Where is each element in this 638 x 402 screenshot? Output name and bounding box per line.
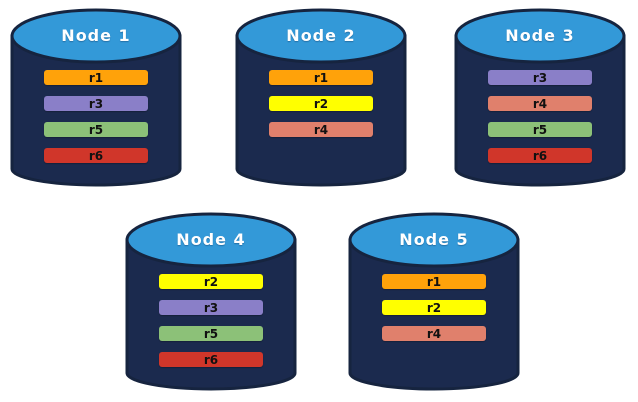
replica-row: r5 — [10, 122, 182, 137]
replica-row: r3 — [454, 70, 626, 85]
replica-row: r5 — [125, 326, 297, 341]
replica-bar[interactable]: r3 — [488, 70, 592, 85]
replica-list: r1 r2 r4 — [235, 70, 407, 148]
replica-row: r1 — [235, 70, 407, 85]
replica-bar[interactable]: r6 — [488, 148, 592, 163]
cylinder-top — [10, 8, 182, 64]
replica-row: r3 — [125, 300, 297, 315]
replica-row: r2 — [235, 96, 407, 111]
replica-bar[interactable]: r5 — [488, 122, 592, 137]
replica-bar[interactable]: r1 — [269, 70, 373, 85]
replica-bar[interactable]: r2 — [382, 300, 486, 315]
replica-row: r2 — [125, 274, 297, 289]
cylinder-top — [348, 212, 520, 268]
replica-bar[interactable]: r1 — [382, 274, 486, 289]
replica-row: r1 — [348, 274, 520, 289]
cylinder-top — [454, 8, 626, 64]
replica-bar[interactable]: r3 — [44, 96, 148, 111]
replica-row: r6 — [125, 352, 297, 367]
replica-list: r1 r2 r4 — [348, 274, 520, 352]
replica-bar[interactable]: r2 — [159, 274, 263, 289]
replica-bar[interactable]: r4 — [382, 326, 486, 341]
replica-row: r1 — [10, 70, 182, 85]
replica-bar[interactable]: r4 — [269, 122, 373, 137]
replica-bar[interactable]: r5 — [44, 122, 148, 137]
replica-bar[interactable]: r6 — [159, 352, 263, 367]
replica-bar[interactable]: r1 — [44, 70, 148, 85]
replica-row: r4 — [454, 96, 626, 111]
replica-bar[interactable]: r3 — [159, 300, 263, 315]
replica-row: r5 — [454, 122, 626, 137]
replica-list: r1 r3 r5 r6 — [10, 70, 182, 174]
replica-row: r3 — [10, 96, 182, 111]
replica-row: r2 — [348, 300, 520, 315]
replica-row: r6 — [454, 148, 626, 163]
replica-list: r3 r4 r5 r6 — [454, 70, 626, 174]
cylinder-top — [125, 212, 297, 268]
replica-row: r6 — [10, 148, 182, 163]
replica-bar[interactable]: r4 — [488, 96, 592, 111]
replica-row: r4 — [235, 122, 407, 137]
cylinder-top — [235, 8, 407, 64]
replica-bar[interactable]: r6 — [44, 148, 148, 163]
replica-bar[interactable]: r5 — [159, 326, 263, 341]
replica-bar[interactable]: r2 — [269, 96, 373, 111]
replica-row: r4 — [348, 326, 520, 341]
replica-list: r2 r3 r5 r6 — [125, 274, 297, 378]
